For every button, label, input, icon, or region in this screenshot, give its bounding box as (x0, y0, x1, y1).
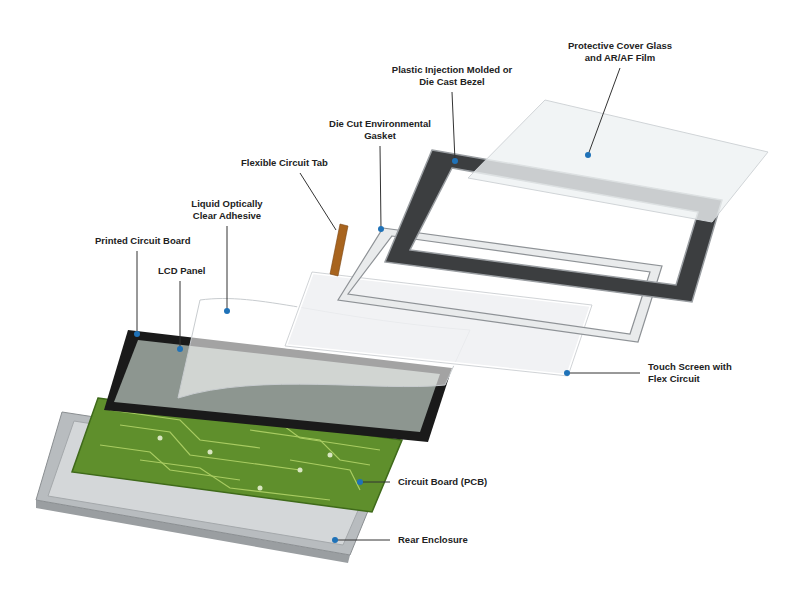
leader-dot (564, 370, 570, 376)
leader-line (452, 92, 455, 161)
leader-line (227, 226, 228, 311)
leader-dot (378, 226, 384, 232)
leader-line (300, 173, 336, 230)
leader-dot (585, 152, 591, 158)
part-label: Protective Cover Glass and AR/AF Film (559, 40, 681, 64)
leader-dot (452, 158, 458, 164)
leader-line (335, 540, 390, 541)
pcb-components (158, 436, 333, 491)
leader-line (180, 281, 181, 349)
leader-dot (332, 537, 338, 543)
part-label: Touch Screen with Flex Circuit (648, 361, 748, 385)
part-label: Rear Enclosure (398, 534, 468, 546)
leader-dot (357, 479, 363, 485)
leader-line (137, 251, 138, 334)
flex-tab (330, 224, 348, 276)
part-label: Printed Circuit Board (95, 235, 191, 247)
leader-dot (177, 346, 183, 352)
leader-line (360, 482, 390, 483)
part-label: Liquid Optically Clear Adhesive (184, 198, 270, 222)
cover-glass (468, 100, 768, 222)
leader-line (567, 373, 640, 374)
part-label: Flexible Circuit Tab (241, 157, 328, 169)
leader-line (380, 146, 381, 229)
leader-dot (134, 331, 140, 337)
leader-dot (224, 308, 230, 314)
leader-line (588, 68, 620, 155)
part-label: Plastic Injection Molded or Die Cast Bez… (384, 64, 520, 88)
part-label: LCD Panel (158, 265, 206, 277)
part-label: Circuit Board (PCB) (398, 476, 487, 488)
part-label: Die Cut Environmental Gasket (328, 118, 432, 142)
